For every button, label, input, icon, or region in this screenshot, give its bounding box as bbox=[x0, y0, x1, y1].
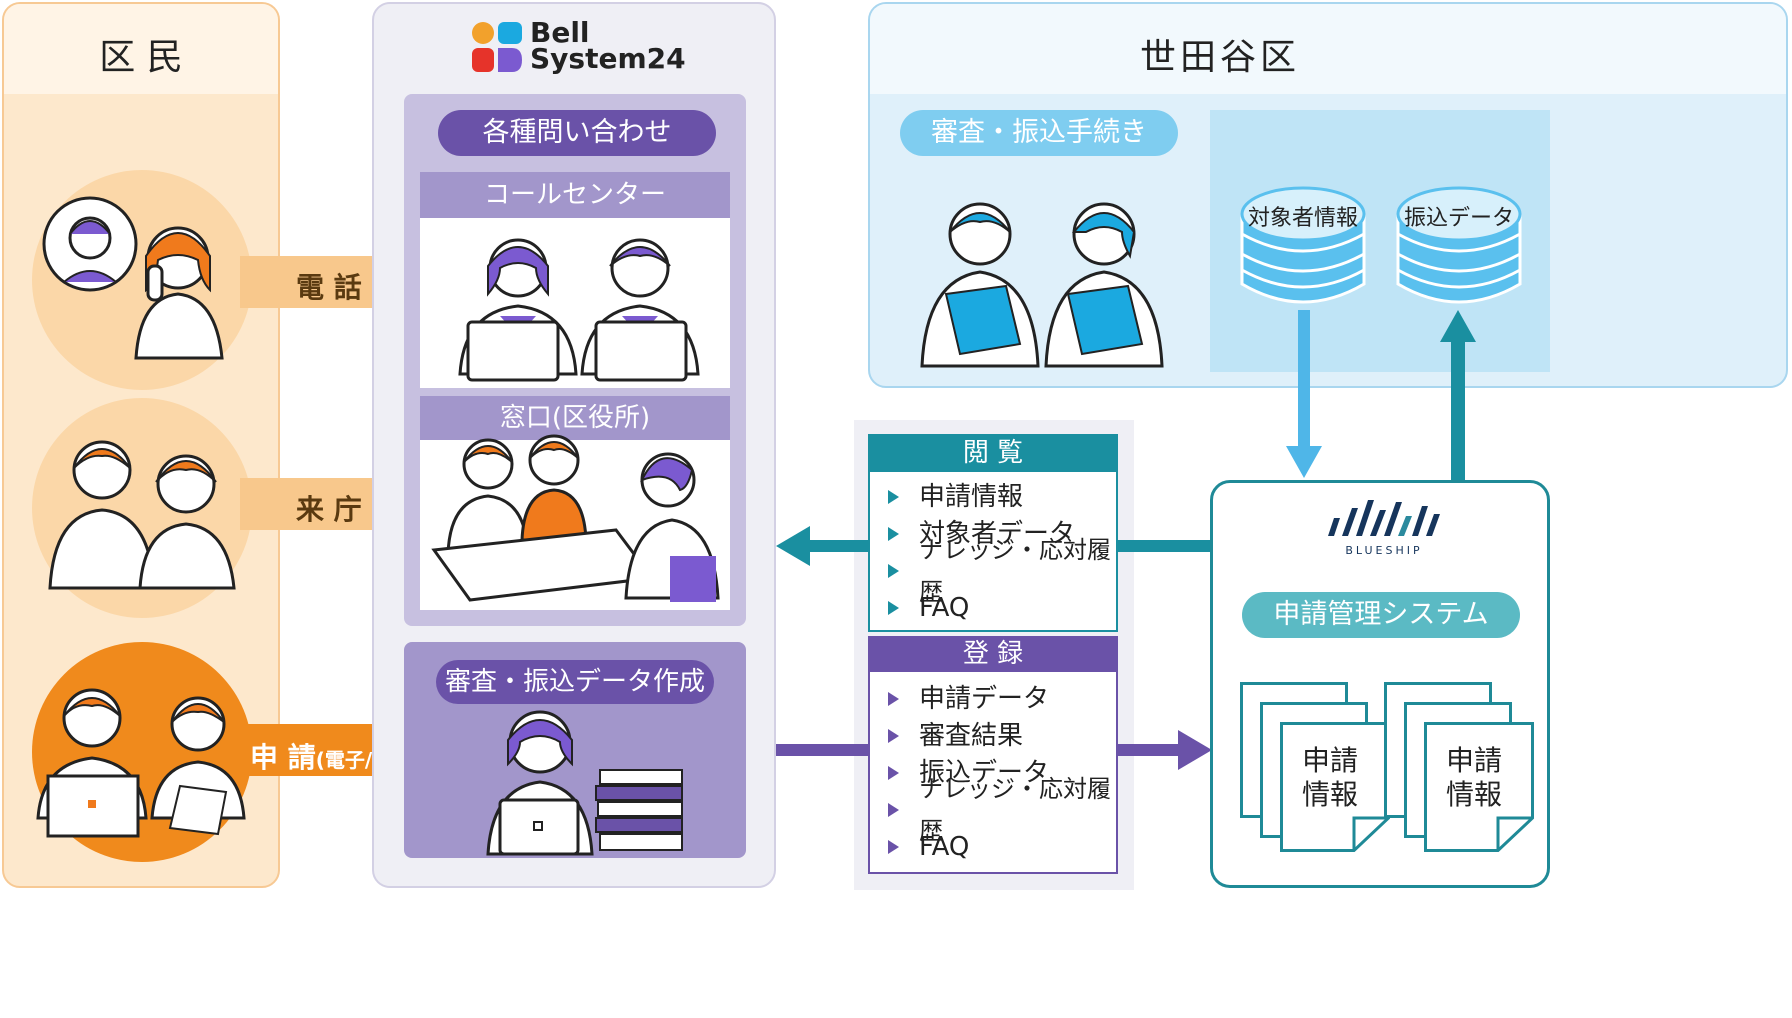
ward-review-pill: 審査・振込手続き bbox=[900, 110, 1178, 156]
ward-staff-illustration bbox=[920, 202, 1164, 368]
register-item: FAQ bbox=[870, 826, 1116, 868]
register-item: ナレッジ・応対履歴 bbox=[870, 775, 1116, 845]
register-item: 振込データ bbox=[870, 752, 1116, 794]
bullet-icon bbox=[888, 527, 899, 541]
db-target-icon bbox=[1240, 186, 1366, 304]
arrow-db-to-system bbox=[1286, 310, 1322, 478]
browse-header: 閲 覧 bbox=[868, 434, 1118, 472]
db-target-label: 対象者情報 bbox=[1247, 206, 1358, 231]
bullet-icon bbox=[888, 803, 899, 817]
browse-item: 対象者データ bbox=[870, 513, 1116, 555]
bellsystem-logo-icon bbox=[472, 22, 522, 72]
bullet-icon bbox=[888, 692, 899, 706]
citizens-header bbox=[4, 4, 278, 94]
system-pill: 申請管理システム bbox=[1242, 592, 1520, 638]
browse-list: 申請情報 対象者データ ナレッジ・応対履歴 FAQ bbox=[870, 476, 1116, 629]
counter-label: 窓口(区役所) bbox=[499, 403, 651, 433]
db-transfer-icon bbox=[1396, 186, 1522, 304]
citizens-title: 区 民 bbox=[99, 37, 183, 78]
register-header: 登 録 bbox=[868, 636, 1118, 672]
doc-text-2: 申請 情報 bbox=[1445, 744, 1502, 811]
bullet-icon bbox=[888, 840, 899, 854]
bullet-icon bbox=[888, 601, 899, 615]
blueship-brand: BLUESHIP bbox=[1345, 544, 1423, 557]
call-center-label: コールセンター bbox=[483, 180, 666, 210]
citizen-phone-illustration bbox=[42, 196, 224, 360]
db-transfer-label: 振込データ bbox=[1403, 206, 1514, 231]
doc-front-1 bbox=[1280, 722, 1390, 852]
blueship-logo-icon bbox=[1328, 500, 1440, 536]
bullet-icon bbox=[888, 490, 899, 504]
counter-illustration bbox=[431, 434, 720, 602]
arrow-system-to-db bbox=[1440, 310, 1476, 482]
doc-front-2 bbox=[1424, 722, 1534, 852]
inquiries-pill: 各種問い合わせ bbox=[438, 110, 716, 156]
ward-title: 世田谷区 bbox=[1140, 37, 1301, 78]
citizen-visit-illustration bbox=[48, 440, 236, 590]
call-center-illustration bbox=[458, 238, 700, 382]
browse-item: FAQ bbox=[870, 587, 1116, 629]
register-item: 申請データ bbox=[870, 678, 1116, 720]
bellsystem-logo-line1: Bell bbox=[530, 16, 590, 49]
bellsystem-logo-line2: System24 bbox=[530, 42, 686, 75]
doc-text-1: 申請 情報 bbox=[1301, 744, 1358, 811]
ward-header bbox=[870, 4, 1786, 94]
register-list: 申請データ 審査結果 振込データ ナレッジ・応対履歴 FAQ bbox=[870, 678, 1116, 868]
browse-item: 申請情報 bbox=[870, 476, 1116, 518]
register-box bbox=[868, 636, 1118, 874]
arrow-visit-label: 来 庁 bbox=[296, 493, 362, 526]
bullet-icon bbox=[888, 729, 899, 743]
citizen-apply-illustration bbox=[36, 688, 246, 838]
arrow-phone-label: 電 話 bbox=[296, 271, 362, 304]
arrow-apply-main: 申 請 bbox=[250, 741, 316, 774]
vendor-review-illustration bbox=[486, 710, 683, 856]
bullet-icon bbox=[888, 766, 899, 780]
vendor-review-pill: 審査・振込データ作成 bbox=[436, 660, 714, 704]
counter-header bbox=[420, 396, 730, 440]
register-item: 審査結果 bbox=[870, 715, 1116, 757]
call-center-header bbox=[420, 172, 730, 218]
browse-item: ナレッジ・応対履歴 bbox=[870, 536, 1116, 606]
bullet-icon bbox=[888, 564, 899, 578]
